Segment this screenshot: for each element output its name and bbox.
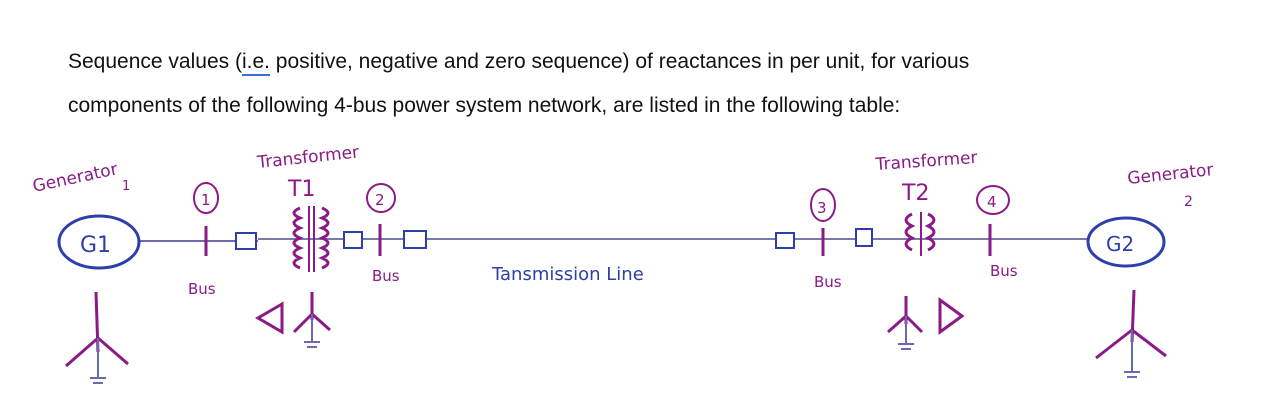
bus-2-number: 2: [375, 191, 385, 209]
breaker-2b: [403, 230, 427, 249]
gen2-symbol: G2: [1106, 232, 1134, 256]
t1-label: Transformer: [255, 142, 360, 173]
t2-ground-wye: [887, 296, 924, 350]
breaker-3a: [775, 232, 795, 249]
gen1-ground-wye: [65, 291, 129, 384]
breaker-2a: [343, 231, 363, 249]
t1-symbol: T1: [287, 177, 315, 202]
t1-ground-wye: [292, 292, 331, 348]
ie-abbreviation: i.e.: [241, 50, 270, 76]
t2-symbol: T2: [901, 181, 929, 206]
breaker-1: [235, 232, 257, 250]
t1-coils: [292, 206, 330, 272]
t2-coils: [904, 212, 936, 256]
gen1-symbol: G1: [80, 233, 111, 258]
bus-1-label: Bus: [188, 280, 216, 298]
bus-3-number: 3: [817, 199, 827, 217]
bus-3-label: Bus: [814, 273, 842, 291]
bus-2-label: Bus: [372, 267, 400, 285]
gen2-label: Generator: [1126, 160, 1214, 189]
intro-text-part2: positive, negative and zero sequence) of…: [269, 50, 970, 73]
bus-3-circle: [810, 188, 836, 222]
gen1-circle: [57, 214, 141, 270]
intro-text-line2: components of the following 4-bus power …: [68, 94, 901, 117]
t1-delta: [255, 301, 284, 335]
gen1-number: 1: [122, 179, 130, 194]
bus-1-circle: [193, 182, 219, 214]
gen1-label: Generator: [31, 159, 120, 197]
bus-2-circle: [366, 183, 396, 213]
bus-4-circle: [976, 185, 1010, 215]
intro-text-part1: Sequence values (: [68, 50, 242, 73]
bus-4-number: 4: [987, 193, 997, 211]
t2-label: Transformer: [874, 148, 978, 175]
gen2-ground-wye: [1095, 289, 1167, 378]
intro-paragraph: Sequence values (i.e. positive, negative…: [68, 40, 1208, 128]
gen2-number: 2: [1184, 194, 1193, 210]
breaker-3b: [855, 228, 873, 247]
gen2-circle: [1086, 216, 1166, 268]
bus-1-number: 1: [201, 191, 211, 209]
transmission-line-label: Tansmission Line: [491, 264, 644, 285]
bus-4-label: Bus: [990, 262, 1018, 280]
t2-delta: [938, 297, 965, 335]
